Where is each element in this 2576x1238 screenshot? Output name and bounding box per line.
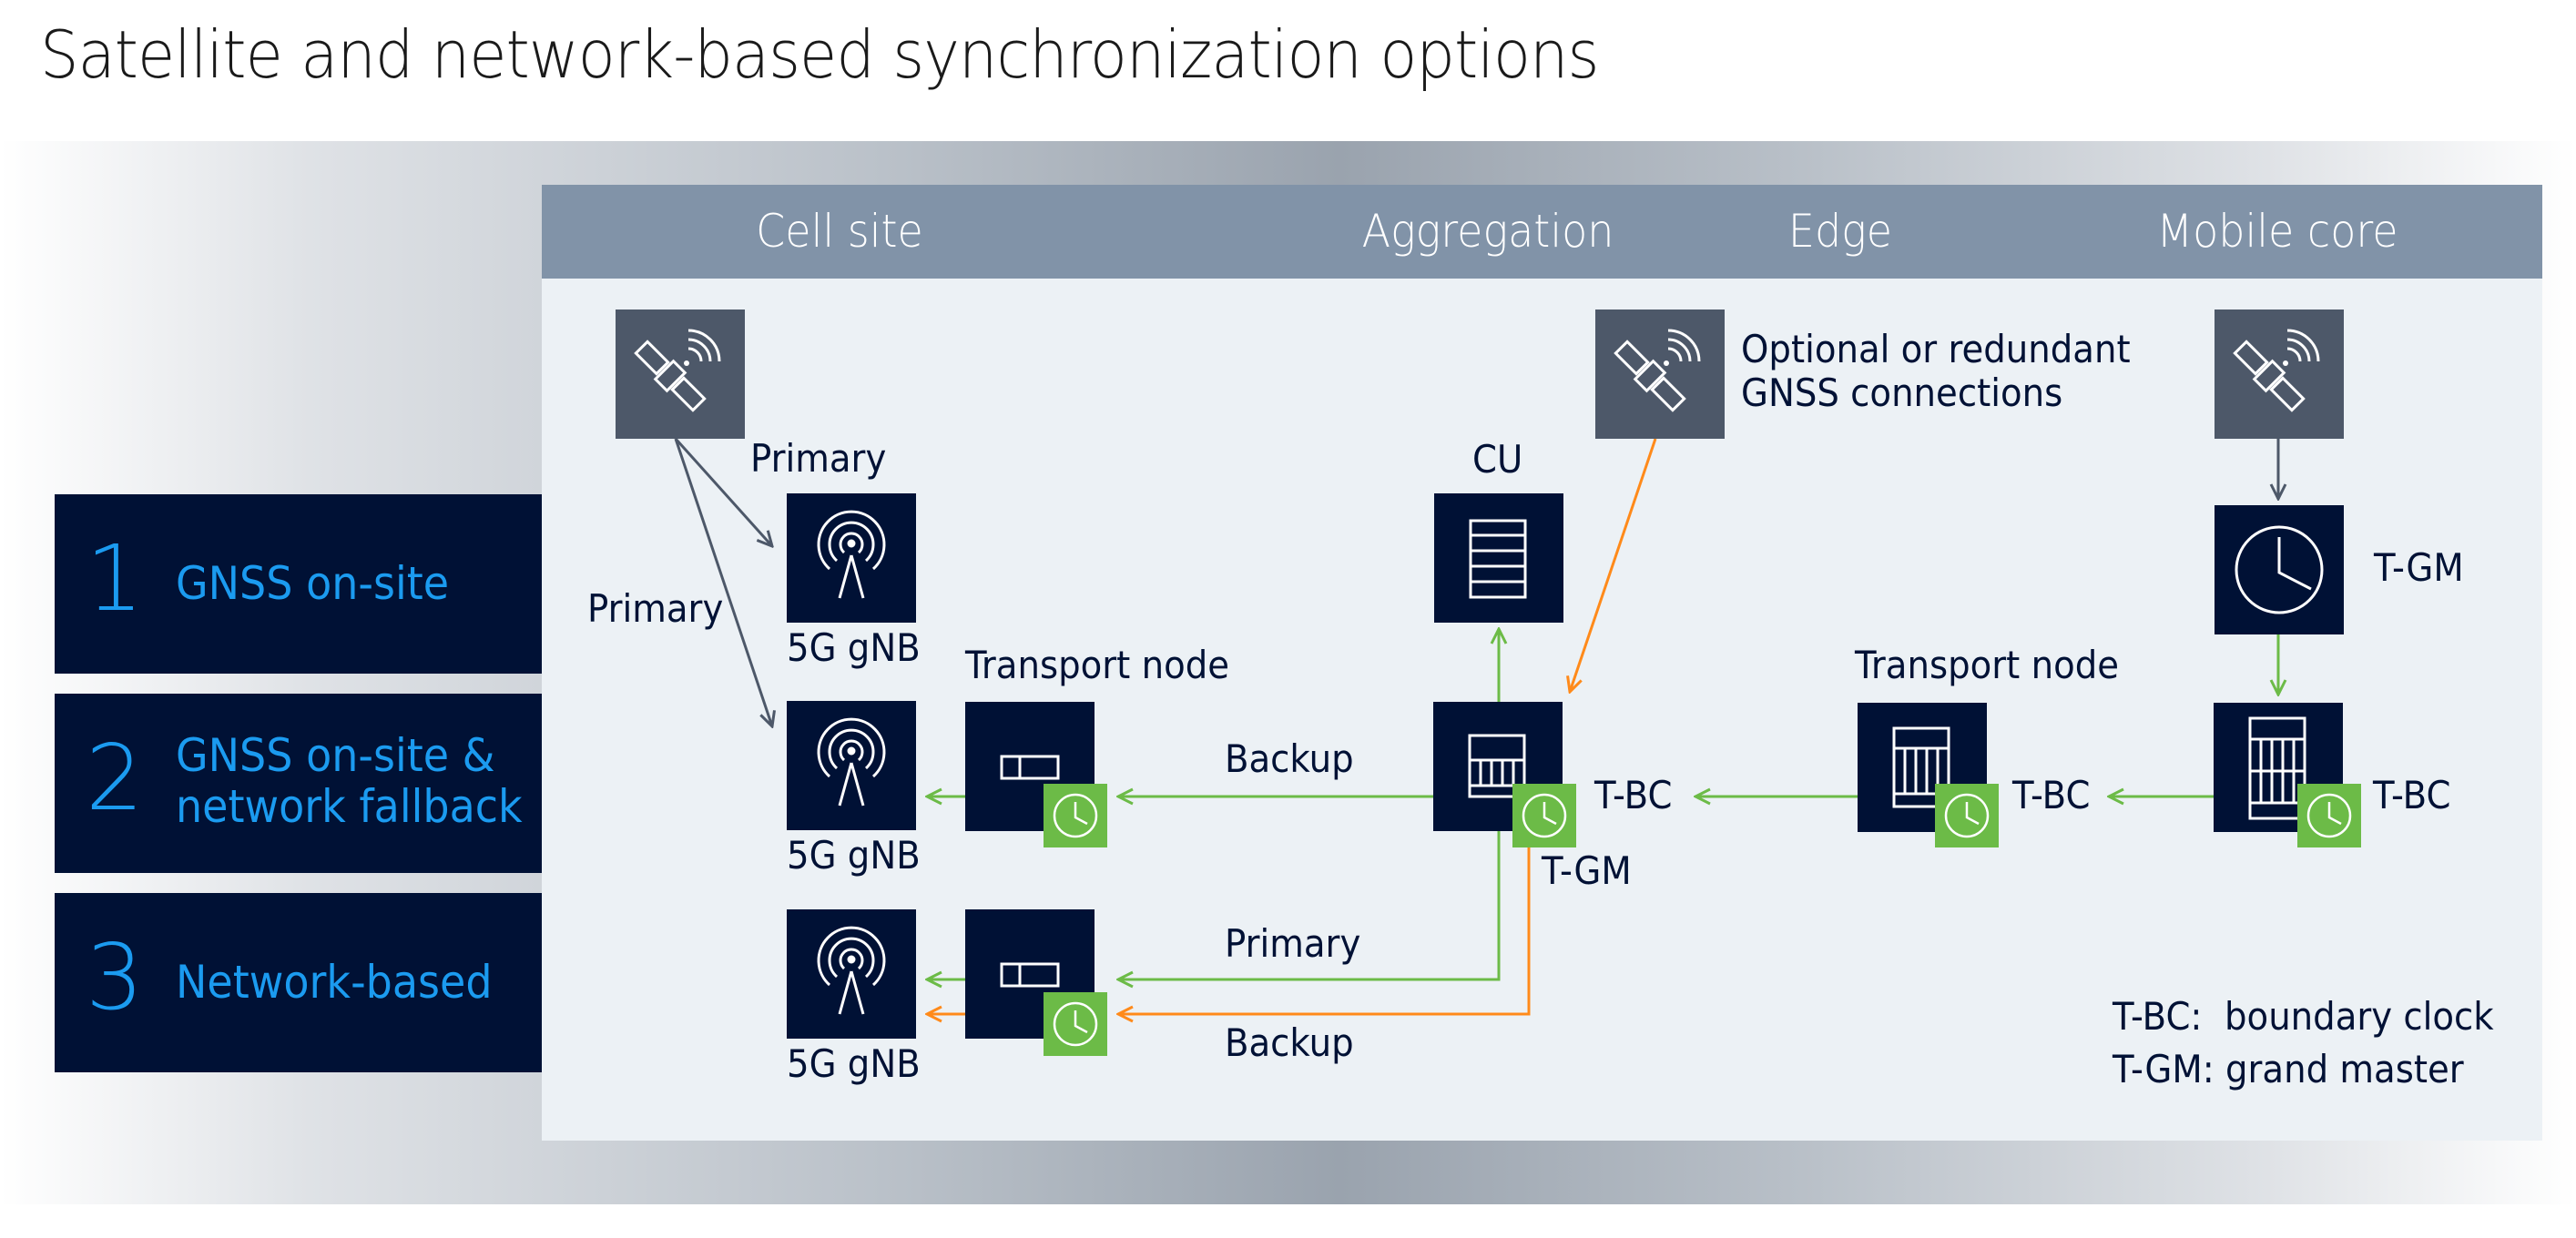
satellite-core — [2215, 310, 2344, 439]
core-tbc-label: T-BC — [2373, 773, 2451, 817]
gnb-3 — [787, 909, 916, 1039]
gnb-3-caption: 5G gNB — [787, 1041, 921, 1086]
option-label: Network-based — [176, 957, 493, 1008]
clock-badge — [2297, 784, 2361, 847]
transport-node-cell-label: Transport node — [965, 643, 1230, 687]
legend-meaning: grand master — [2225, 1047, 2464, 1092]
satellite-edge — [1595, 310, 1725, 439]
option-label-line: network fallback — [176, 780, 523, 833]
clock-badge — [1044, 784, 1107, 847]
clock-icon — [1522, 793, 1567, 838]
primary-label-gnb-2: Primary — [587, 586, 724, 631]
transport-node-edge-label: Transport node — [1855, 643, 2120, 687]
aggregation-tbc-label: T-BC — [1594, 773, 1673, 817]
backup-label-row3: Backup — [1225, 1020, 1354, 1065]
page-title: Satellite and network-based synchronizat… — [40, 16, 1599, 93]
gnb-2 — [787, 701, 916, 830]
legend: T-BC: boundary clock T-GM: grand master — [2113, 994, 2494, 1092]
option-card-2: 2 GNSS on-site & network fallback — [55, 694, 542, 873]
satellite-cell-site — [616, 310, 745, 439]
gnb-1-caption: 5G gNB — [787, 625, 921, 670]
primary-label-row3: Primary — [1225, 921, 1361, 966]
option-card-3: 3 Network-based — [55, 893, 542, 1072]
router-icon — [1000, 755, 1060, 780]
column-header-band — [542, 185, 2542, 279]
column-header-cell-site: Cell site — [756, 205, 923, 258]
optional-gnss-caption: Optional or redundant GNSS connections — [1741, 327, 2131, 416]
clock-icon — [2306, 793, 2352, 838]
core-tgm-label: T-GM — [2374, 545, 2464, 590]
legend-meaning: boundary clock — [2225, 994, 2494, 1039]
router-icon — [1000, 962, 1060, 988]
legend-item: T-BC: boundary clock — [2113, 994, 2494, 1039]
primary-label-gnb-1: Primary — [750, 436, 887, 481]
legend-abbr: T-GM: — [2113, 1047, 2215, 1092]
caption-line: Optional or redundant — [1741, 327, 2131, 371]
core-boundary-clock — [2214, 703, 2343, 832]
option-label: GNSS on-site & network fallback — [176, 730, 523, 832]
antenna-tower-icon — [817, 717, 886, 807]
option-label-line: GNSS on-site & — [176, 729, 495, 782]
satellite-icon — [2233, 329, 2320, 412]
legend-abbr: T-BC: — [2113, 994, 2203, 1039]
column-header-mobile-core: Mobile core — [2156, 205, 2398, 258]
option-label-line: Network-based — [176, 956, 493, 1009]
caption-line: GNSS connections — [1741, 370, 2063, 416]
satellite-icon — [634, 329, 721, 412]
gnb-1 — [787, 493, 916, 623]
backup-label-row2: Backup — [1225, 736, 1354, 781]
clock-badge — [1044, 992, 1107, 1056]
clock-icon — [2235, 525, 2324, 614]
option-number: 1 — [86, 525, 144, 632]
cu-node — [1434, 493, 1563, 623]
option-number: 3 — [86, 924, 144, 1030]
aggregation-tgm-label: T-GM — [1542, 848, 1632, 893]
edge-tbc-label: T-BC — [2012, 773, 2091, 817]
cu-label: CU — [1472, 437, 1523, 482]
option-card-1: 1 GNSS on-site — [55, 494, 542, 674]
column-header-edge: Edge — [1787, 205, 1893, 258]
chassis-icon — [2248, 716, 2306, 820]
option-label-line: GNSS on-site — [176, 557, 450, 610]
antenna-tower-icon — [817, 510, 886, 599]
antenna-tower-icon — [817, 926, 886, 1015]
clock-badge — [1512, 784, 1576, 847]
option-label: GNSS on-site — [176, 558, 449, 609]
clock-icon — [1053, 793, 1098, 838]
clock-icon — [1944, 793, 1990, 838]
gnb-2-caption: 5G gNB — [787, 833, 921, 878]
clock-badge — [1935, 784, 1999, 847]
satellite-icon — [1614, 329, 1701, 412]
core-grand-master — [2215, 505, 2344, 634]
legend-item: T-GM: grand master — [2113, 1048, 2494, 1091]
option-number: 2 — [86, 725, 144, 831]
column-header-aggregation: Aggregation — [1361, 205, 1614, 258]
clock-icon — [1053, 1001, 1098, 1047]
server-rack-icon — [1469, 519, 1527, 599]
